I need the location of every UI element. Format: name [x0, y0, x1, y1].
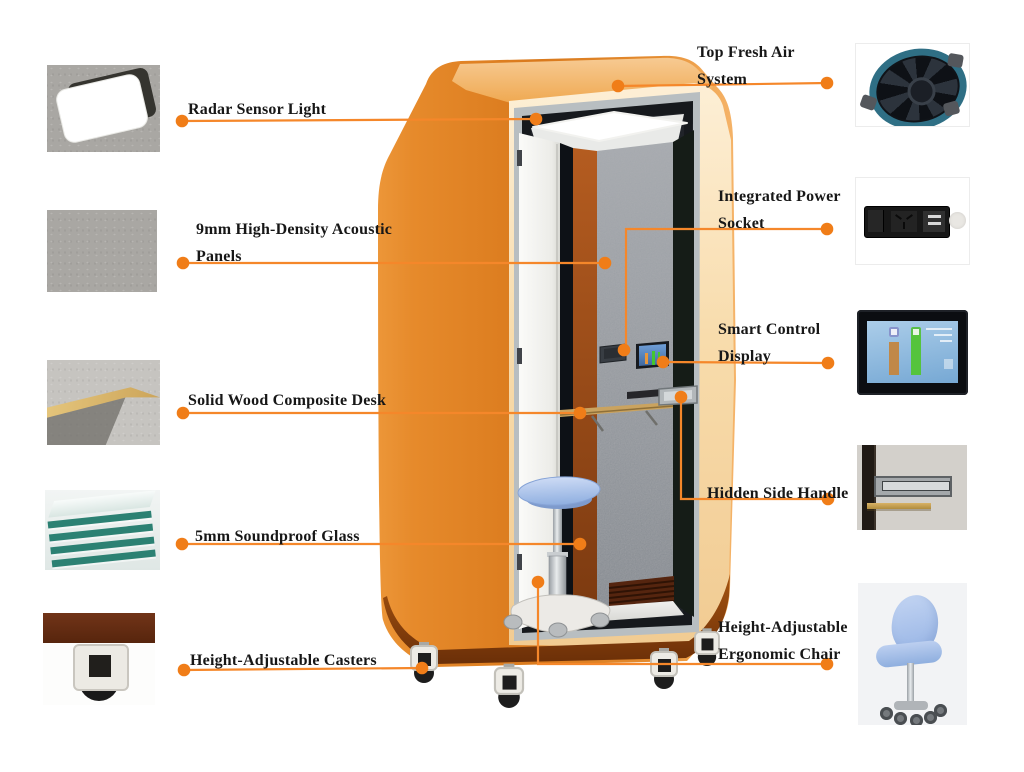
socket-outlet [891, 211, 917, 232]
label-text: Smart Control [718, 321, 821, 338]
caster-board [43, 613, 155, 643]
label-text: Hidden Side Handle [707, 485, 849, 502]
label-composite-desk: Solid Wood Composite Desk [188, 387, 386, 414]
display-readout [944, 359, 953, 369]
stool-pole [553, 502, 562, 558]
adjustable-caster-photo [43, 613, 155, 705]
power-socket [599, 343, 627, 364]
display-bar-orange [889, 342, 899, 375]
display-readout [940, 340, 952, 342]
label-acoustic-panels: 9mm High-Density Acoustic Panels [196, 216, 392, 270]
door-hinge [517, 150, 522, 166]
chair-wheel [924, 711, 937, 724]
interior-walls [560, 130, 694, 617]
door-hinge [517, 348, 522, 364]
ergonomic-chair-photo [858, 583, 967, 725]
label-text: Height-Adjustable [718, 619, 848, 636]
stool-seat [517, 476, 601, 506]
lead-dot [175, 114, 189, 128]
display-bar-green [911, 335, 921, 375]
label-text: Radar Sensor Light [188, 101, 327, 118]
display-readout [926, 328, 952, 330]
smart-control-display-photo [857, 310, 968, 395]
label-radar-sensor-light: Radar Sensor Light [188, 96, 326, 123]
side-handle-photo [857, 445, 967, 530]
chair-pole [907, 663, 914, 705]
label-text: Display [718, 348, 771, 365]
chair-base [894, 701, 928, 710]
door-hinge [517, 554, 522, 570]
label-soundproof-glass: 5mm Soundproof Glass [195, 523, 360, 550]
wood-composite-desk-photo [47, 360, 160, 445]
interior-corner-pillar [673, 130, 694, 617]
label-text: Top Fresh Air [697, 44, 795, 61]
light-panel [55, 73, 149, 144]
label-smart-display: Smart Control Display [718, 316, 820, 370]
fan-mount [946, 52, 965, 69]
lead-dot [820, 76, 834, 90]
display-icon [889, 327, 899, 337]
control-display [636, 341, 669, 369]
lead-dot [821, 356, 835, 370]
chair-wheel [880, 707, 893, 720]
display-readout [934, 334, 952, 336]
label-text: System [697, 71, 748, 88]
phone-booth-illustration [378, 55, 736, 708]
ventilation-fan-photo [855, 43, 970, 127]
socket-knob [949, 212, 966, 229]
display-screen [867, 321, 958, 383]
label-hidden-handle: Hidden Side Handle [707, 480, 848, 507]
radar-sensor-light-photo [47, 65, 160, 152]
chair-wheel [894, 712, 907, 725]
label-text: 5mm Soundproof Glass [195, 528, 360, 545]
fan-mount [942, 100, 961, 117]
label-ergonomic-chair: Height-Adjustable Ergonomic Chair [718, 614, 848, 668]
label-power-socket: Integrated Power Socket [718, 183, 841, 237]
label-text: 9mm High-Density Acoustic [196, 221, 393, 238]
label-text: Socket [718, 215, 765, 232]
soundproof-glass-photo [45, 490, 160, 570]
label-text: Panels [196, 248, 242, 265]
power-socket-photo [855, 177, 970, 265]
lead-dot [175, 537, 189, 551]
acoustic-panel-photo [47, 210, 157, 292]
label-adjustable-casters: Height-Adjustable Casters [190, 647, 377, 674]
label-text: Integrated Power [718, 188, 841, 205]
label-top-fresh-air: Top Fresh Air System [697, 39, 795, 93]
lead-dot [177, 663, 191, 677]
radar-ceiling-light [532, 111, 688, 142]
chair-wheel [910, 714, 923, 725]
handle-brass-trim [867, 503, 931, 509]
display-icon [911, 327, 921, 337]
label-text: Height-Adjustable Casters [190, 652, 377, 669]
usb-ports [923, 211, 945, 232]
label-text: Solid Wood Composite Desk [188, 392, 387, 409]
chair-wheel [934, 704, 947, 717]
socket-strip [864, 206, 950, 238]
label-text: Ergonomic Chair [718, 646, 841, 663]
interior-rust-strip [573, 148, 597, 614]
handle-inner-slide [882, 481, 950, 491]
caster-window [89, 655, 111, 677]
lead-dot [176, 256, 190, 270]
socket-switch [868, 210, 884, 232]
glass-layer-stack [47, 510, 157, 570]
